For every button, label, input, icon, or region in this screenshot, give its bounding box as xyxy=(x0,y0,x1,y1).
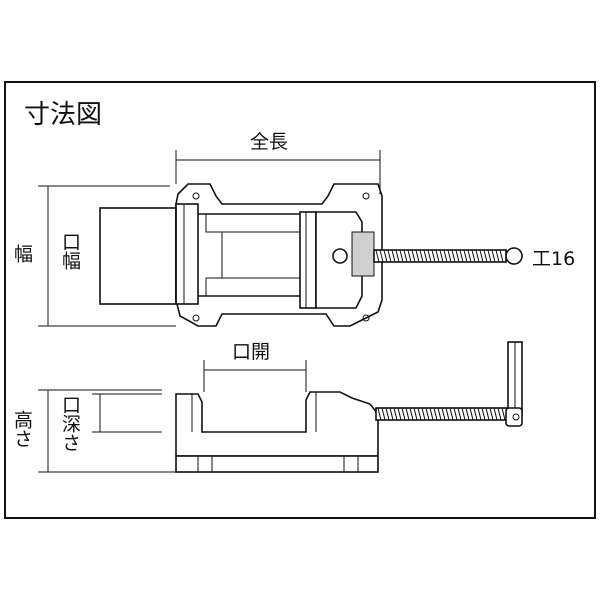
screw-thread xyxy=(441,407,446,421)
screw-thread xyxy=(385,407,390,421)
screw-thread xyxy=(455,249,460,263)
screw-thread xyxy=(383,249,388,263)
screw-thread xyxy=(375,249,380,263)
screw-thread xyxy=(489,407,494,421)
screw-thread xyxy=(447,249,452,263)
overall-length-label: 全長 xyxy=(250,131,288,153)
screw-thread xyxy=(433,407,438,421)
screw-thread xyxy=(491,249,496,263)
screw-thread xyxy=(483,249,488,263)
jaw-opening-label: 口開 xyxy=(232,341,270,363)
screw-thread xyxy=(413,407,418,421)
screw-thread xyxy=(471,249,476,263)
screw-thread xyxy=(417,407,422,421)
jaw-depth-label: 口深さ xyxy=(59,395,81,452)
screw-thread xyxy=(465,407,470,421)
screw-thread xyxy=(401,407,406,421)
screw-thread xyxy=(393,407,398,421)
handle-spec-label: 工16 xyxy=(532,248,575,270)
screw-thread xyxy=(445,407,450,421)
screw-thread xyxy=(487,249,492,263)
jaw-depth-dimension: 口深さ xyxy=(59,393,162,452)
screw-thread xyxy=(451,249,456,263)
jaw-opening-dimension: 口開 xyxy=(203,341,307,392)
screw-thread xyxy=(431,249,436,263)
screw-thread xyxy=(475,249,480,263)
screw-thread xyxy=(387,249,392,263)
height-label: 高さ xyxy=(11,410,33,448)
screw-thread xyxy=(403,249,408,263)
screw-thread xyxy=(477,407,482,421)
screw-thread xyxy=(421,407,426,421)
height-dimension: 高さ xyxy=(11,389,176,473)
screw-thread xyxy=(473,407,478,421)
screw-thread xyxy=(497,407,502,421)
screw-thread xyxy=(405,407,410,421)
overall-length-dimension: 全長 xyxy=(175,131,381,194)
screw-thread xyxy=(397,407,402,421)
screw-thread xyxy=(479,249,484,263)
screw-thread xyxy=(439,249,444,263)
screw-thread xyxy=(377,407,382,421)
screw-thread xyxy=(499,249,504,263)
screw-thread xyxy=(457,407,462,421)
screw-thread xyxy=(379,249,384,263)
screw-thread xyxy=(395,249,400,263)
screw-thread xyxy=(437,407,442,421)
screw-thread xyxy=(461,407,466,421)
drawing-title: 寸法図 xyxy=(24,100,102,130)
screw-thread xyxy=(407,249,412,263)
screw-thread xyxy=(423,249,428,263)
screw-thread xyxy=(485,407,490,421)
jaw-width-label: 口幅 xyxy=(59,232,81,270)
screw-thread xyxy=(493,407,498,421)
width-label: 幅 xyxy=(11,244,33,263)
width-dimension: 幅 xyxy=(11,185,176,327)
screw-thread xyxy=(419,249,424,263)
screw-thread xyxy=(481,407,486,421)
screw-thread xyxy=(467,249,472,263)
screw-thread xyxy=(425,407,430,421)
jaw-width-dimension: 口幅 xyxy=(59,207,177,305)
screw-thread xyxy=(381,407,386,421)
screw-thread xyxy=(435,249,440,263)
screw-thread xyxy=(429,407,434,421)
screw-thread xyxy=(449,407,454,421)
screw-thread xyxy=(453,407,458,421)
screw-thread xyxy=(459,249,464,263)
vise-side-view xyxy=(175,341,523,473)
screw-thread xyxy=(463,249,468,263)
screw-thread xyxy=(443,249,448,263)
screw-thread xyxy=(391,249,396,263)
screw-thread xyxy=(415,249,420,263)
screw-thread xyxy=(501,407,506,421)
screw-thread xyxy=(399,249,404,263)
screw-thread xyxy=(411,249,416,263)
screw-thread xyxy=(495,249,500,263)
screw-thread xyxy=(389,407,394,421)
vise-top-view xyxy=(175,183,523,327)
screw-thread xyxy=(427,249,432,263)
screw-thread xyxy=(409,407,414,421)
screw-thread xyxy=(469,407,474,421)
